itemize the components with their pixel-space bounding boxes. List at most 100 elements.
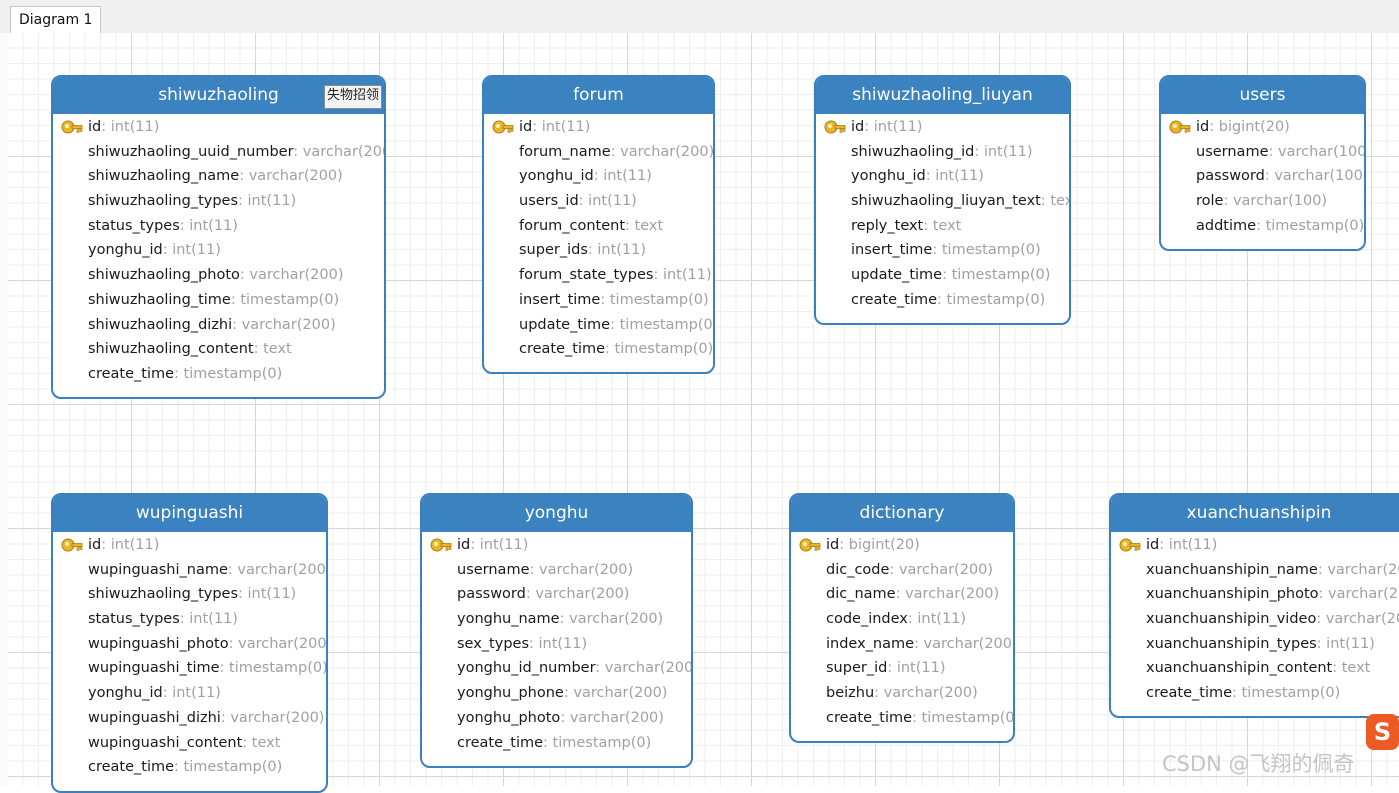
field-row[interactable]: forum_state_types: int(11): [519, 267, 712, 284]
field-row[interactable]: create_time: timestamp(0): [88, 365, 283, 382]
field-row[interactable]: addtime: timestamp(0): [1196, 217, 1365, 234]
field-row[interactable]: shiwuzhaoling_liuyan_text: text: [816, 189, 1069, 214]
field-row[interactable]: update_time: timestamp(0): [484, 313, 713, 338]
field-type: timestamp(0): [1241, 685, 1341, 702]
entity-header[interactable]: xuanchuanshipin: [1111, 495, 1399, 532]
entity-header[interactable]: shiwuzhaoling_liuyan: [816, 77, 1069, 114]
field-row[interactable]: insert_time: timestamp(0): [519, 291, 709, 308]
field-row[interactable]: shiwuzhaoling_id: int(11): [851, 143, 1033, 160]
field-row[interactable]: shiwuzhaoling_content: text: [88, 341, 292, 358]
entity-header[interactable]: users: [1161, 77, 1364, 114]
field-row[interactable]: wupinguashi_name: varchar(200): [53, 558, 326, 583]
field-row[interactable]: sex_types: int(11): [457, 635, 588, 652]
field-name: shiwuzhaoling_types: [88, 586, 239, 603]
primary-key-field[interactable]: id: int(11): [484, 115, 713, 140]
field-row[interactable]: index_name: varchar(200): [791, 632, 1013, 657]
field-row[interactable]: password: varchar(200): [457, 586, 630, 603]
field-row[interactable]: create_time: timestamp(0): [88, 759, 283, 776]
field-row[interactable]: insert_time: timestamp(0): [851, 242, 1041, 259]
field-row[interactable]: create_time: timestamp(0): [791, 706, 1013, 731]
field-row[interactable]: xuanchuanshipin_photo: varchar(200): [1111, 582, 1399, 607]
field-row[interactable]: super_ids: int(11): [519, 242, 647, 259]
field-row[interactable]: reply_text: text: [851, 217, 962, 234]
field-row[interactable]: beizhu: varchar(200): [826, 685, 978, 702]
primary-key-field[interactable]: id: bigint(20): [1161, 115, 1364, 140]
primary-key-field[interactable]: id: int(11): [816, 115, 1069, 140]
field-row[interactable]: xuanchuanshipin_content: text: [1146, 660, 1371, 677]
field-row[interactable]: yonghu_name: varchar(200): [457, 611, 664, 628]
field-row[interactable]: role: varchar(100): [1196, 193, 1328, 210]
primary-key-field[interactable]: id: int(11): [1111, 533, 1399, 558]
key-icon: [492, 120, 514, 134]
field-row[interactable]: shiwuzhaoling_uuid_number: varchar(200): [53, 140, 384, 165]
field-row[interactable]: create_time: timestamp(0): [457, 734, 652, 751]
field-name: shiwuzhaoling_photo: [88, 267, 240, 284]
field-row[interactable]: yonghu_phone: varchar(200): [457, 685, 668, 702]
field-row[interactable]: create_time: timestamp(0): [1146, 685, 1341, 702]
field-row[interactable]: shiwuzhaoling_dizhi: varchar(200): [88, 316, 336, 333]
field-row[interactable]: xuanchuanshipin_name: varchar(200): [1111, 558, 1399, 583]
field-row[interactable]: password: varchar(100): [1161, 164, 1364, 189]
field-row[interactable]: super_id: int(11): [826, 660, 946, 677]
field-row[interactable]: yonghu_id: int(11): [88, 242, 221, 259]
entity-header[interactable]: dictionary: [791, 495, 1013, 532]
field-row[interactable]: forum_content: text: [519, 217, 664, 234]
field-row[interactable]: create_time: timestamp(0): [519, 341, 714, 358]
field-row[interactable]: status_types: int(11): [88, 611, 238, 628]
field-row[interactable]: wupinguashi_photo: varchar(200): [53, 632, 326, 657]
field-type: timestamp(0): [229, 660, 328, 677]
field-name: password: [457, 586, 526, 603]
primary-key-field[interactable]: id: int(11): [53, 115, 384, 140]
field-row[interactable]: status_types: int(11): [88, 217, 238, 234]
primary-key-field[interactable]: id: bigint(20): [791, 533, 1013, 558]
field-row[interactable]: forum_name: varchar(200): [519, 143, 715, 160]
field-row[interactable]: wupinguashi_content: text: [88, 734, 281, 751]
field-type: varchar(200): [573, 685, 668, 702]
field-row[interactable]: shiwuzhaoling_time: timestamp(0): [88, 291, 340, 308]
field-row[interactable]: shiwuzhaoling_types: int(11): [88, 193, 297, 210]
field-row[interactable]: yonghu_id_number: varchar(200): [422, 656, 691, 681]
field-name: shiwuzhaoling_uuid_number: [88, 143, 294, 160]
field-row[interactable]: username: varchar(100): [1161, 140, 1364, 165]
tab-diagram-1[interactable]: Diagram 1: [10, 6, 102, 33]
field-name: yonghu_id: [519, 168, 594, 185]
field-row[interactable]: yonghu_id: int(11): [88, 685, 221, 702]
field-row[interactable]: users_id: int(11): [519, 193, 637, 210]
field-type: timestamp(0): [552, 734, 652, 751]
field-row[interactable]: wupinguashi_time: timestamp(0): [88, 660, 328, 677]
field-name: create_time: [826, 709, 913, 726]
field-row[interactable]: code_index: int(11): [826, 611, 967, 628]
field-row[interactable]: dic_name: varchar(200): [826, 586, 1000, 603]
entity-comment: 失物招领: [323, 85, 382, 109]
entity-header[interactable]: forum: [484, 77, 713, 114]
field-row[interactable]: yonghu_id: int(11): [851, 168, 984, 185]
field-type: text: [1050, 193, 1069, 210]
primary-key-field[interactable]: id: int(11): [422, 533, 691, 558]
field-row[interactable]: shiwuzhaoling_photo: varchar(200): [88, 267, 344, 284]
field-row[interactable]: dic_code: varchar(200): [826, 561, 994, 578]
field-name: id: [88, 119, 102, 135]
entity-header[interactable]: wupinguashi: [53, 495, 326, 532]
entity-header[interactable]: yonghu: [422, 495, 691, 532]
entity-yonghu[interactable]: yonghu id: int(11) username: varchar(200) p…: [420, 493, 693, 768]
field-row[interactable]: shiwuzhaoling_name: varchar(200): [88, 168, 343, 185]
field-row[interactable]: xuanchuanshipin_video: varchar(200): [1111, 607, 1399, 632]
field-row[interactable]: username: varchar(200): [457, 561, 634, 578]
field-row[interactable]: yonghu_id: int(11): [519, 168, 652, 185]
field-row[interactable]: shiwuzhaoling_types: int(11): [88, 586, 297, 603]
primary-key-field[interactable]: id: int(11): [53, 533, 326, 558]
field-row[interactable]: update_time: timestamp(0): [851, 267, 1051, 284]
field-row[interactable]: yonghu_photo: varchar(200): [457, 709, 664, 726]
field-row[interactable]: wupinguashi_dizhi: varchar(200): [88, 709, 325, 726]
entity-title: yonghu: [524, 503, 589, 523]
field-row[interactable]: create_time: timestamp(0): [851, 291, 1046, 308]
field-row[interactable]: xuanchuanshipin_types: int(11): [1146, 635, 1375, 652]
